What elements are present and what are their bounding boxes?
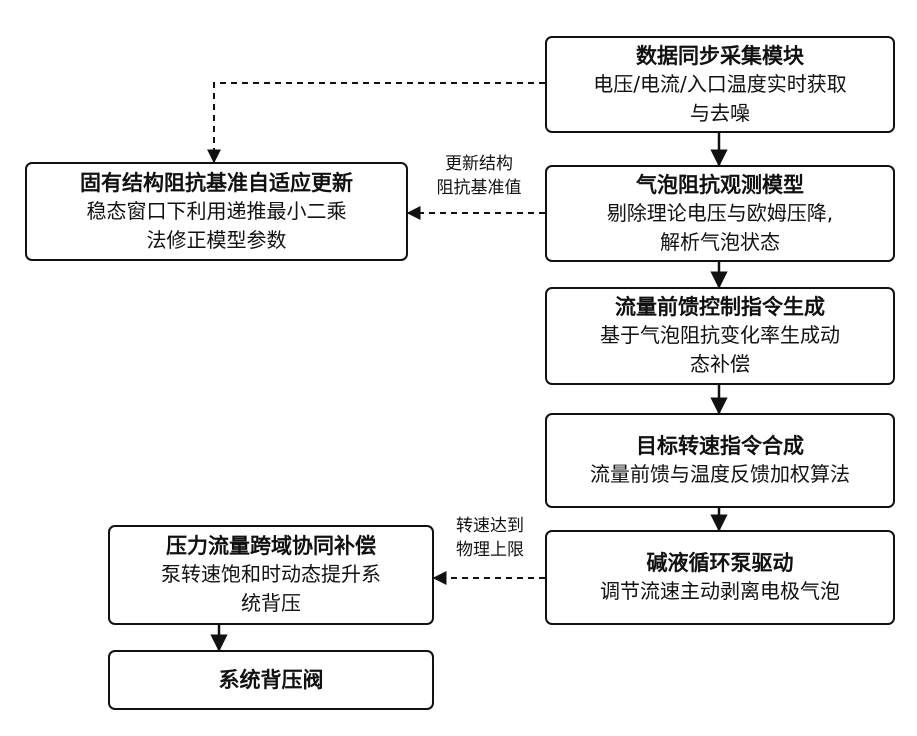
pump-drive-title: 碱液循环泵驱动 xyxy=(647,549,794,577)
label-line: 转速达到 xyxy=(440,514,540,538)
dashed-arrow-data-to-baseline xyxy=(214,83,545,162)
data-sync-desc-line: 电压/电流/入口温度实时获取 xyxy=(593,70,846,99)
baseline-update-desc-line: 稳态窗口下利用递推最小二乘 xyxy=(87,197,347,226)
label-line: 物理上限 xyxy=(440,538,540,562)
feedforward-desc-line: 基于气泡阻抗变化率生成动 xyxy=(600,321,840,350)
data-sync-desc: 电压/电流/入口温度实时获取 与去噪 xyxy=(593,70,846,128)
label-line: 更新结构 xyxy=(424,152,534,176)
cross-domain-compensation-box: 压力流量跨域协同补偿 泵转速饱和时动态提升系 统背压 xyxy=(108,525,434,625)
bubble-model-title: 气泡阻抗观测模型 xyxy=(636,171,804,199)
feedforward-command-box: 流量前馈控制指令生成 基于气泡阻抗变化率生成动 态补偿 xyxy=(545,287,895,385)
bubble-model-desc-line: 剔除理论电压与欧姆压降, xyxy=(607,199,833,228)
pump-drive-desc-line: 调节流速主动剥离电极气泡 xyxy=(600,577,840,606)
data-sync-desc-line: 与去噪 xyxy=(593,99,846,128)
baseline-update-desc: 稳态窗口下利用递推最小二乘 法修正模型参数 xyxy=(87,197,347,255)
feedforward-title: 流量前馈控制指令生成 xyxy=(615,293,825,321)
back-valve-title: 系统背压阀 xyxy=(219,666,324,694)
target-speed-title: 目标转速指令合成 xyxy=(636,432,804,460)
baseline-update-desc-line: 法修正模型参数 xyxy=(87,226,347,255)
back-pressure-valve-box: 系统背压阀 xyxy=(108,650,434,710)
target-speed-desc-line: 流量前馈与温度反馈加权算法 xyxy=(590,460,850,489)
feedforward-desc: 基于气泡阻抗变化率生成动 态补偿 xyxy=(600,321,840,379)
cross-domain-title: 压力流量跨域协同补偿 xyxy=(166,532,376,560)
data-sync-module-box: 数据同步采集模块 电压/电流/入口温度实时获取 与去噪 xyxy=(545,36,895,133)
bubble-model-desc-line: 解析气泡状态 xyxy=(607,228,833,257)
bubble-impedance-model-box: 气泡阻抗观测模型 剔除理论电压与欧姆压降, 解析气泡状态 xyxy=(545,165,895,262)
feedforward-desc-line: 态补偿 xyxy=(600,350,840,379)
bubble-model-desc: 剔除理论电压与欧姆压降, 解析气泡状态 xyxy=(607,199,833,257)
pump-drive-desc: 调节流速主动剥离电极气泡 xyxy=(600,577,840,606)
label-line: 阻抗基准值 xyxy=(424,176,534,200)
cross-domain-desc: 泵转速饱和时动态提升系 统背压 xyxy=(161,560,381,618)
cross-domain-desc-line: 统背压 xyxy=(161,589,381,618)
target-speed-box: 目标转速指令合成 流量前馈与温度反馈加权算法 xyxy=(545,413,895,508)
update-baseline-label: 更新结构 阻抗基准值 xyxy=(424,152,534,200)
data-sync-title: 数据同步采集模块 xyxy=(636,42,804,70)
baseline-update-box: 固有结构阻抗基准自适应更新 稳态窗口下利用递推最小二乘 法修正模型参数 xyxy=(25,162,408,261)
baseline-update-title: 固有结构阻抗基准自适应更新 xyxy=(80,169,353,197)
cross-domain-desc-line: 泵转速饱和时动态提升系 xyxy=(161,560,381,589)
speed-limit-label: 转速达到 物理上限 xyxy=(440,514,540,562)
pump-drive-box: 碱液循环泵驱动 调节流速主动剥离电极气泡 xyxy=(545,530,895,625)
target-speed-desc: 流量前馈与温度反馈加权算法 xyxy=(590,460,850,489)
